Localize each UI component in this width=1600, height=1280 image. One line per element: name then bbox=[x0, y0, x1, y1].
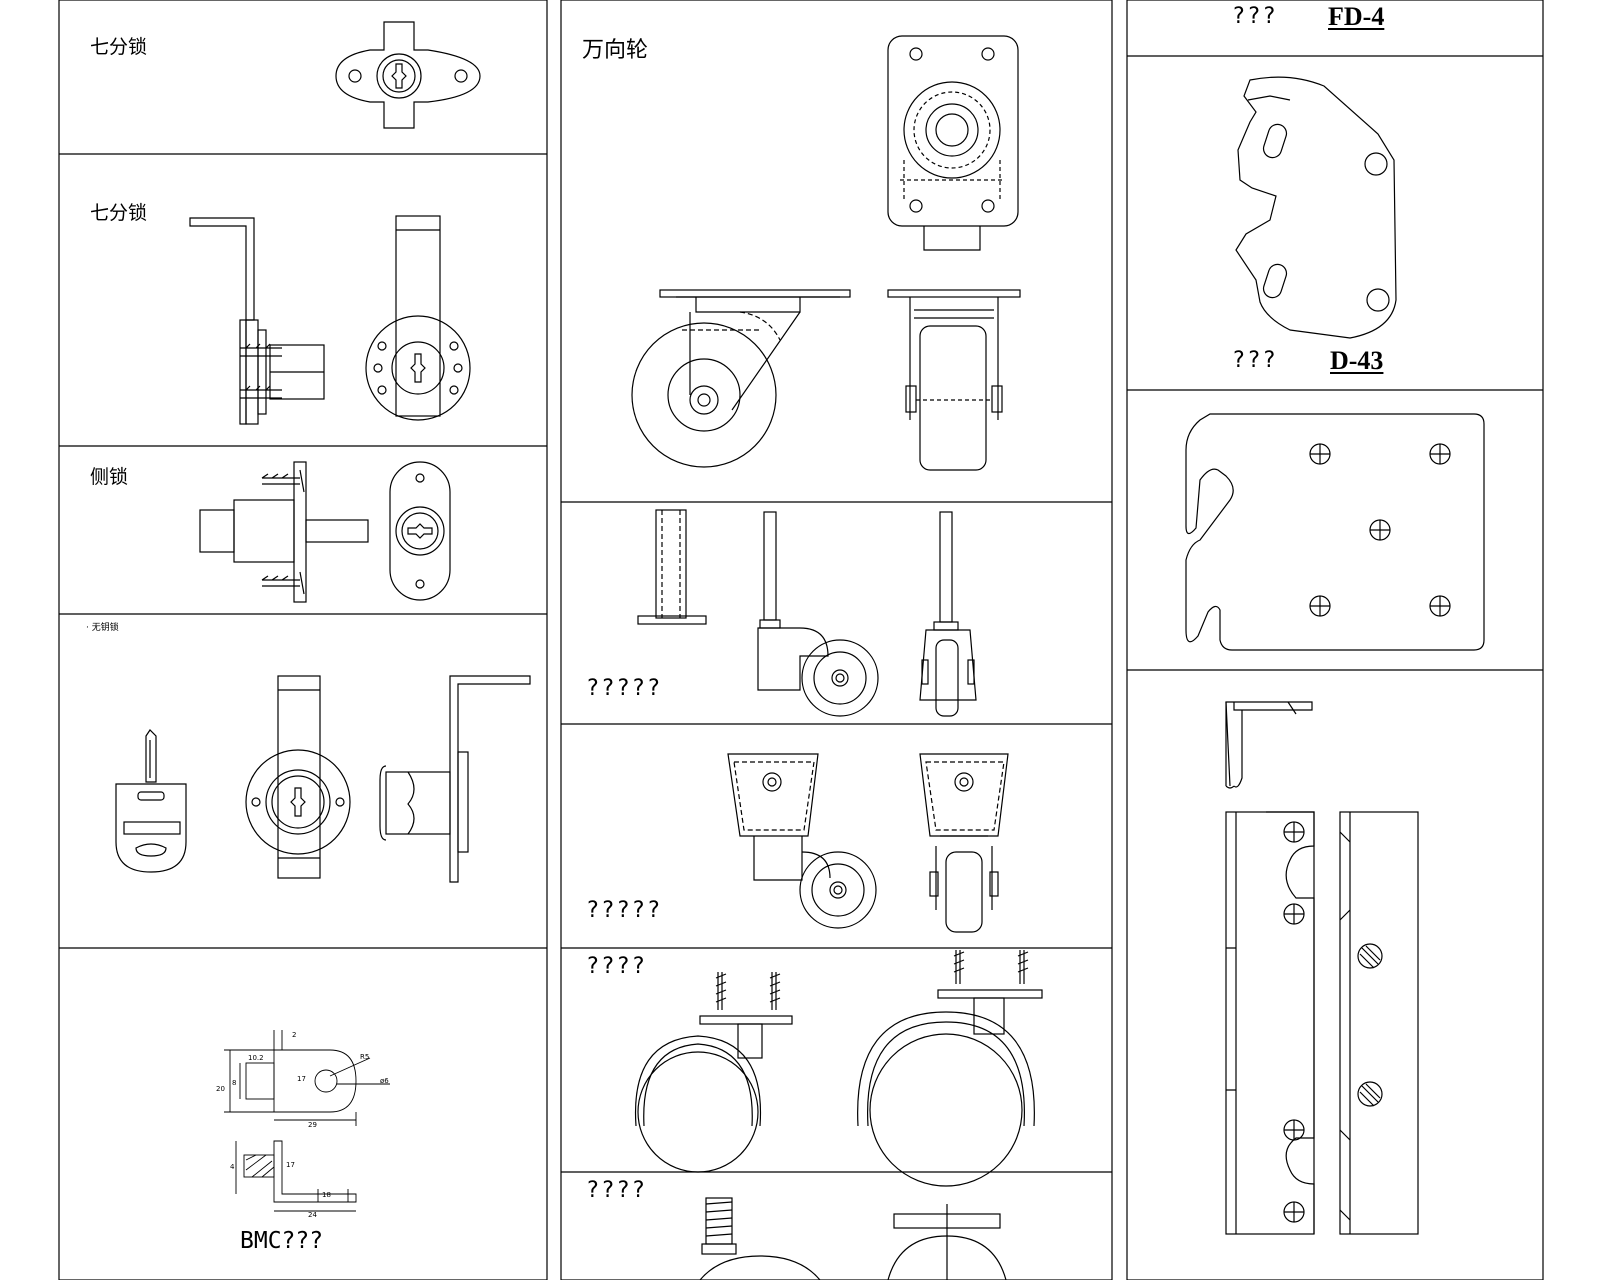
dim-label: ø6 bbox=[380, 1077, 389, 1085]
panel-frames bbox=[58, 0, 1544, 1280]
stem-socket-drawing bbox=[637, 509, 707, 625]
label-cup-caster: ????? bbox=[586, 898, 663, 923]
side-lock-front-view bbox=[389, 461, 451, 601]
dim-label: 2 bbox=[292, 1031, 297, 1039]
cam-lock-side-view bbox=[189, 217, 325, 425]
d43-hook-plate-drawing bbox=[1185, 413, 1485, 651]
label-ball-caster: ???? bbox=[586, 954, 647, 979]
cup-caster-side-view bbox=[727, 753, 877, 929]
fd4-hook-plate-drawing bbox=[1235, 76, 1397, 339]
bed-connector-bracket-drawing bbox=[1225, 701, 1419, 1235]
cam-lock-front-view bbox=[365, 215, 471, 421]
threaded-caster-partial bbox=[699, 1197, 821, 1280]
side-lock-side-view bbox=[199, 461, 369, 603]
dim-label: 24 bbox=[308, 1211, 317, 1219]
dim-label: 8 bbox=[232, 1079, 237, 1087]
bmc-dimension-drawing bbox=[224, 1030, 390, 1212]
label-bmc: BMC??? bbox=[240, 1228, 324, 1254]
caster-top-view bbox=[887, 35, 1019, 251]
label-d43-name: ??? bbox=[1232, 348, 1278, 373]
stem-caster-front-view bbox=[919, 511, 977, 717]
cup-caster-front-view bbox=[919, 753, 1009, 933]
ball-caster-small bbox=[634, 972, 793, 1173]
label-stem-caster: ????? bbox=[586, 676, 663, 701]
label-d43-code: D-43 bbox=[1330, 346, 1384, 375]
dim-label: R5 bbox=[360, 1053, 370, 1061]
caster-front-view bbox=[887, 289, 1021, 471]
label-side-lock: 侧锁 bbox=[90, 466, 129, 488]
key-drawing bbox=[115, 729, 187, 873]
dim-label: 10.2 bbox=[248, 1054, 264, 1062]
caster-side-view bbox=[631, 289, 851, 468]
dim-label: 18 bbox=[322, 1191, 331, 1199]
round-lock-side-view bbox=[379, 675, 531, 883]
label-threaded-caster: ???? bbox=[586, 1178, 647, 1203]
dim-label: 17 bbox=[297, 1075, 306, 1083]
round-lock-front-view bbox=[245, 675, 351, 879]
dim-label: 29 bbox=[308, 1121, 317, 1129]
label-cam-lock-1: 七分锁 bbox=[90, 36, 148, 58]
label-fd4-name: ??? bbox=[1232, 4, 1278, 29]
label-swivel-caster: 万向轮 bbox=[582, 38, 649, 63]
cam-lock-plate-drawing bbox=[335, 21, 481, 129]
ball-caster-large bbox=[857, 950, 1043, 1187]
dim-label: 20 bbox=[216, 1085, 225, 1093]
stem-caster-side-view bbox=[757, 511, 879, 717]
label-fd4-code: FD-4 bbox=[1328, 2, 1385, 31]
label-keyless-lock: · 无钥锁 bbox=[86, 623, 119, 633]
plate-caster-partial bbox=[887, 1204, 1007, 1280]
dim-label: 4 bbox=[230, 1163, 235, 1171]
dim-label: 17 bbox=[286, 1161, 295, 1169]
label-cam-lock-2: 七分锁 bbox=[90, 202, 148, 224]
